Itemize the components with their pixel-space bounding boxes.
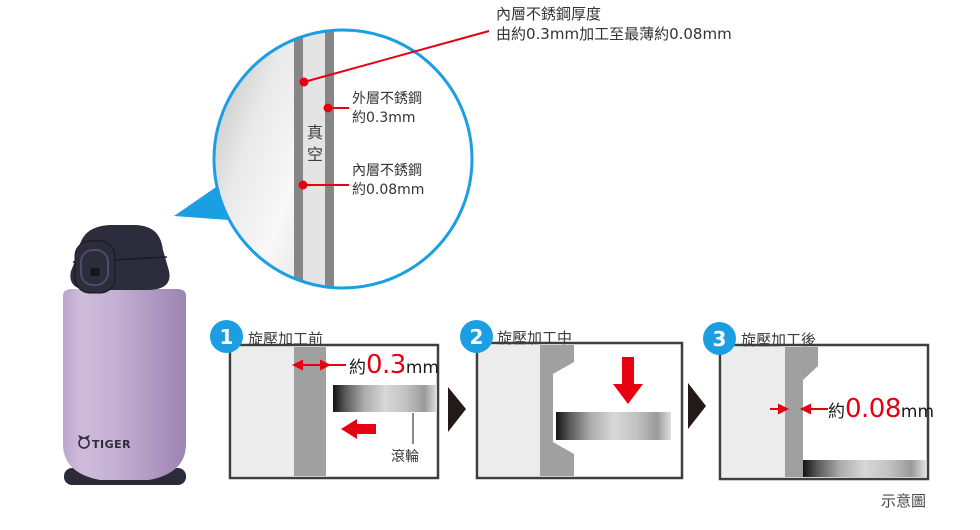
process-arrow-1-icon — [448, 387, 466, 432]
step2-roller-bar-icon — [556, 412, 671, 440]
inner-layer-label: 內層不銹鋼 約0.08mm — [352, 162, 424, 200]
callout-dots — [298, 77, 333, 190]
step-badge-2: 2 — [460, 320, 493, 353]
step-panel-1 — [228, 343, 440, 480]
bottle-flip-button — [74, 240, 116, 294]
measure3-prefix: 約 — [828, 402, 845, 422]
inner-layer-thickness: 約0.08mm — [352, 182, 425, 198]
vacuum-label: 真空 — [306, 123, 323, 164]
step-title-1: 旋壓加工前 — [248, 330, 324, 348]
callout-dot-inner — [298, 180, 308, 190]
step-title-3: 旋壓加工後 — [741, 331, 817, 349]
outer-layer-name: 外層不銹鋼 — [352, 91, 422, 107]
step3-roller-bar-icon — [803, 460, 926, 477]
magnifier — [174, 28, 490, 290]
step1-thickness-arrow-icon — [292, 359, 346, 371]
product-photo: TIGER — [63, 225, 186, 485]
outer-layer-thickness: 約0.3mm — [352, 110, 416, 126]
measure1-prefix: 約 — [349, 358, 366, 378]
callout-line-top — [303, 30, 490, 83]
callout-dot-top — [299, 77, 309, 87]
magnifier-lens-ring — [212, 28, 474, 290]
measure3-unit: mm — [900, 402, 935, 422]
magnifier-pointer — [174, 185, 229, 220]
outer-layer-label: 外層不銹鋼 約0.3mm — [352, 90, 422, 128]
step1-left-arrow-icon — [341, 419, 376, 439]
process-arrow-2-icon — [688, 383, 706, 429]
footnote: 示意圖 — [881, 492, 927, 510]
measure1-unit: mm — [405, 358, 439, 378]
step3-steel-wall — [785, 347, 818, 477]
step-badge-1: 1 — [210, 320, 243, 353]
step1-roller-bar-icon — [333, 385, 437, 412]
vacuum-gap — [303, 30, 325, 288]
step-title-2: 旋壓加工中 — [497, 329, 573, 347]
step1-inner-wall — [232, 347, 294, 476]
step3-thickness-arrow-icon — [770, 403, 828, 415]
step2-inner-wall — [479, 345, 540, 476]
step3-inner-wall — [722, 347, 785, 477]
measure3-value: 0.08 — [845, 394, 901, 424]
roller-label: 滾輪 — [391, 449, 419, 465]
bottle-body — [63, 289, 186, 480]
outer-steel-strip — [325, 30, 334, 288]
top-callout-line1: 內層不銹鋼厚度 — [496, 5, 602, 23]
top-callout: 內層不銹鋼厚度 由約0.3mm加工至最薄約0.08mm — [496, 4, 732, 44]
step-panel-3 — [718, 343, 930, 481]
step-panel-2 — [475, 341, 684, 480]
tiger-logo: TIGER — [78, 435, 131, 451]
measure1-value: 0.3 — [366, 350, 406, 380]
step2-down-arrow-icon — [613, 357, 643, 404]
tiger-logo-icon — [78, 435, 90, 449]
inner-layer-name: 內層不銹鋼 — [352, 163, 422, 179]
inner-steel-strip — [294, 30, 303, 288]
callout-dot-outer — [323, 103, 333, 113]
top-callout-line2: 由約0.3mm加工至最薄約0.08mm — [496, 25, 732, 43]
step-badge-3: 3 — [703, 322, 736, 355]
step2-steel-wall — [540, 345, 574, 476]
tiger-logo-text: TIGER — [92, 438, 131, 451]
